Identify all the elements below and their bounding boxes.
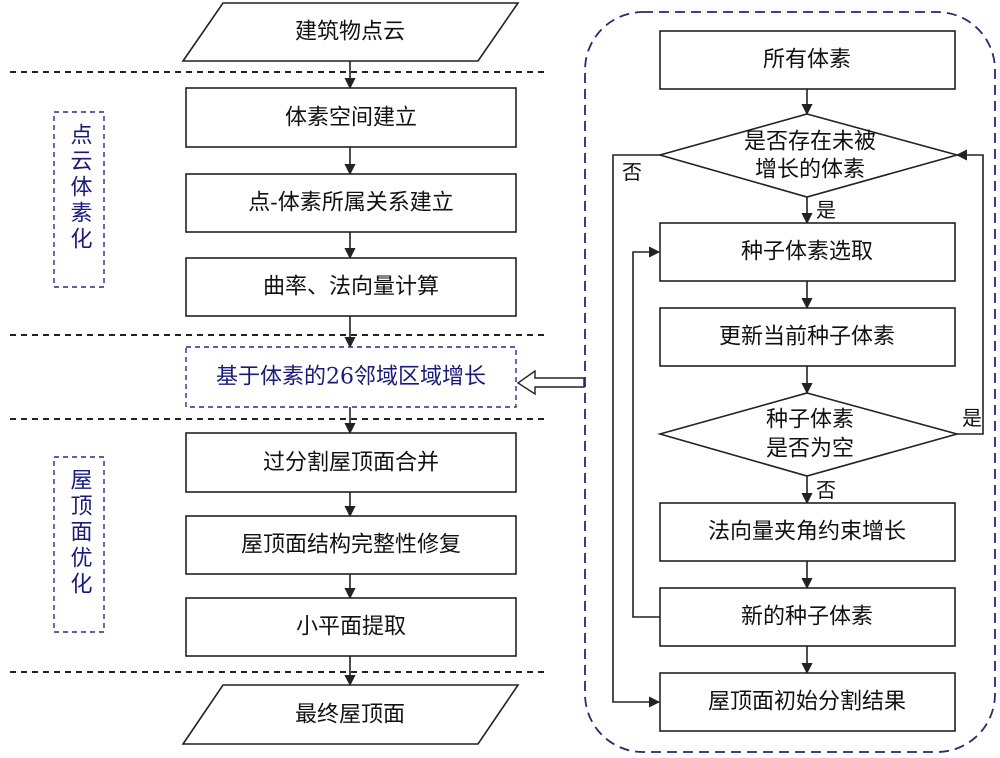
phase-voxelization-box: 点云体素化 bbox=[53, 111, 105, 288]
decision-empty: 种子体素 是否为空 bbox=[657, 392, 961, 477]
phase-optimization-box: 屋顶面优化 bbox=[53, 456, 105, 633]
label-no-empty: 否 bbox=[816, 478, 836, 502]
seed-select-box: 种子体素选取 bbox=[659, 222, 956, 282]
edge-decision-no-to-result bbox=[612, 154, 661, 708]
normal-grow-label: 法向量夹角约束增长 bbox=[708, 520, 906, 545]
decision-ungrown: 是否存在未被 增长的体素 bbox=[657, 113, 961, 198]
label-yes-ungrown: 是 bbox=[816, 198, 836, 222]
normal-grow-box: 法向量夹角约束增长 bbox=[659, 502, 956, 562]
voxel-space-box: 体素空间建立 bbox=[185, 87, 517, 148]
decision-ungrown-line2: 增长的体素 bbox=[755, 158, 865, 183]
input-parallelogram: 建筑物点云 bbox=[181, 2, 520, 62]
new-seed-box: 新的种子体素 bbox=[659, 587, 956, 647]
all-voxels-label: 所有体素 bbox=[763, 48, 851, 73]
hollow-link-arrow bbox=[516, 369, 585, 396]
edge-empty-yes-back-to-ungrown bbox=[955, 149, 984, 435]
update-seed-box: 更新当前种子体素 bbox=[659, 307, 956, 367]
input-label: 建筑物点云 bbox=[295, 20, 405, 45]
merge-box: 过分割屋顶面合并 bbox=[185, 432, 517, 493]
decision-empty-line1: 种子体素 bbox=[766, 408, 854, 433]
initial-result-box: 屋顶面初始分割结果 bbox=[659, 672, 956, 732]
curvature-label: 曲率、法向量计算 bbox=[263, 275, 439, 300]
merge-label: 过分割屋顶面合并 bbox=[263, 451, 439, 476]
decision-empty-line2: 是否为空 bbox=[766, 437, 854, 462]
small-plane-box: 小平面提取 bbox=[185, 597, 517, 657]
seed-select-label: 种子体素选取 bbox=[741, 240, 873, 265]
edge-new-seed-loop-to-seed-select bbox=[632, 246, 661, 618]
point-voxel-label: 点-体素所属关系建立 bbox=[248, 191, 453, 216]
label-yes-empty: 是 bbox=[962, 406, 982, 430]
point-voxel-box: 点-体素所属关系建立 bbox=[185, 173, 517, 233]
small-plane-label: 小平面提取 bbox=[296, 615, 406, 640]
label-no-ungrown: 否 bbox=[622, 160, 642, 184]
output-parallelogram: 最终屋顶面 bbox=[181, 684, 520, 745]
region-growing-label: 基于体素的26邻域区域增长 bbox=[216, 365, 486, 390]
voxel-space-label: 体素空间建立 bbox=[285, 106, 417, 131]
all-voxels-box: 所有体素 bbox=[659, 30, 956, 90]
region-growing-box: 基于体素的26邻域区域增长 bbox=[185, 346, 517, 408]
repair-box: 屋顶面结构完整性修复 bbox=[185, 515, 517, 575]
phase-voxelization-label: 点云体素化 bbox=[67, 123, 93, 253]
curvature-box: 曲率、法向量计算 bbox=[185, 257, 517, 317]
repair-label: 屋顶面结构完整性修复 bbox=[241, 533, 461, 558]
output-label: 最终屋顶面 bbox=[295, 703, 405, 728]
phase-optimization-label: 屋顶面优化 bbox=[67, 468, 93, 598]
detail-panel-outline bbox=[584, 11, 996, 753]
update-seed-label: 更新当前种子体素 bbox=[719, 325, 895, 350]
decision-ungrown-line1: 是否存在未被 bbox=[744, 130, 876, 155]
new-seed-label: 新的种子体素 bbox=[741, 605, 873, 630]
initial-result-label: 屋顶面初始分割结果 bbox=[708, 690, 906, 715]
